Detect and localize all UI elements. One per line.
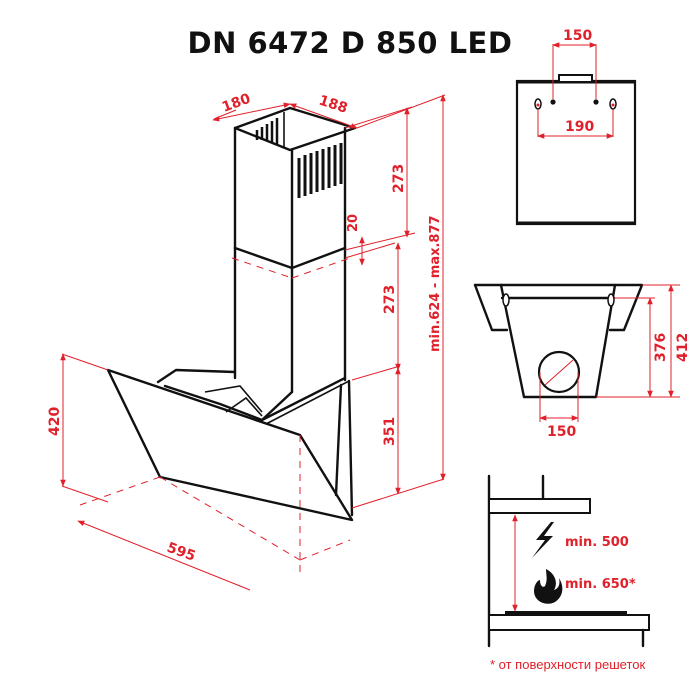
dim-glass-height: 420 (47, 407, 63, 436)
gas-min-label: min. 650* (565, 577, 636, 592)
dim-top-spacing: 150 (563, 28, 592, 44)
dim-depth-total: 412 (675, 333, 691, 362)
main-isometric-view: 180 188 273 20 273 351 min.624 - max.877… (47, 91, 446, 591)
mount-hole-left (550, 99, 556, 105)
dim-upper-chimney-height: 273 (391, 164, 407, 193)
dim-lower-chimney-height: 273 (382, 285, 398, 314)
installation-view: min. 500 min. 650* (487, 474, 650, 648)
dim-body-height: 351 (382, 417, 398, 446)
dim-chimney-width: 188 (317, 93, 350, 117)
back-view: 150 190 (515, 28, 637, 226)
electric-min-label: min. 500 (565, 535, 629, 550)
dim-outlet-diameter: 150 (547, 424, 576, 440)
page-title: DN 6472 D 850 LED (187, 26, 513, 60)
dim-chimney-depth: 180 (220, 91, 253, 116)
dim-overlap: 20 (346, 214, 361, 232)
lower-chimney (231, 246, 351, 394)
gas-flame-icon (534, 569, 563, 604)
vent-slots-back (255, 118, 279, 144)
vent-slots-side (297, 143, 343, 198)
dim-mount-spacing: 190 (565, 119, 594, 135)
hood-body (79, 368, 354, 575)
dim-depth-inner: 376 (653, 333, 669, 362)
mount-hole-right (593, 99, 599, 105)
dimension-lines (60, 94, 446, 591)
electric-lightning-icon (532, 522, 554, 558)
dim-width: 595 (165, 540, 198, 565)
top-view: 150 376 412 (473, 283, 691, 440)
upper-chimney (233, 106, 357, 270)
dim-total-height: min.624 - max.877 (428, 215, 443, 352)
footnote: * от поверхности решеток (490, 657, 646, 672)
